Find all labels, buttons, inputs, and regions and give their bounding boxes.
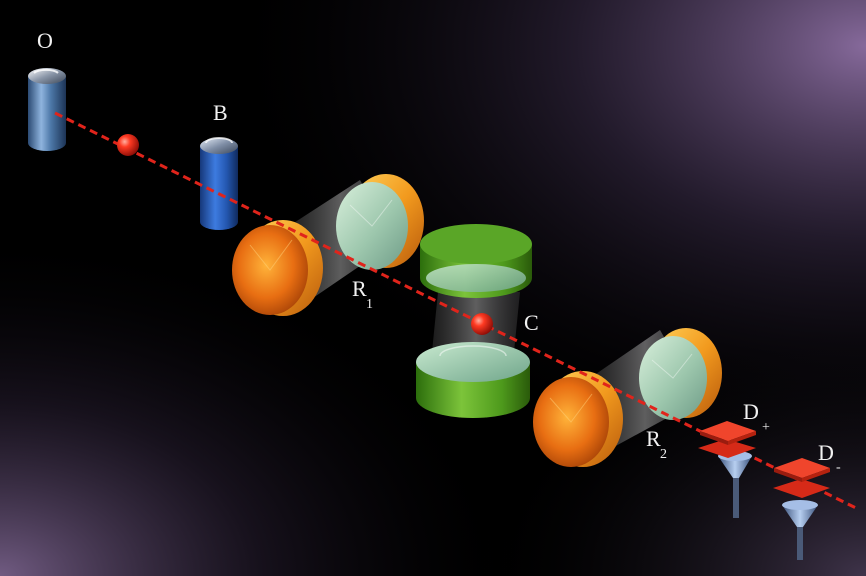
detector-minus <box>773 458 830 560</box>
label-oven: O <box>37 28 53 53</box>
r2-mirror-left-cylinder-icon <box>533 371 623 467</box>
velocity-selector-cylinder-icon <box>200 137 238 230</box>
label-detector-plus: D <box>743 399 759 424</box>
label-detector-minus: D <box>818 440 834 465</box>
atom-source <box>117 134 139 156</box>
cavity-mirror-top <box>420 224 532 298</box>
oven <box>28 68 66 151</box>
cavity-mirror-bottom <box>416 342 530 418</box>
label-r2: R <box>646 426 661 451</box>
atom-in-cavity-sphere-icon <box>471 313 493 335</box>
label-detector-plus-subscript: + <box>762 420 770 435</box>
r1-mirror-left <box>232 220 323 316</box>
detector-minus-funnel-icon <box>773 458 830 560</box>
label-r1: R <box>352 276 367 301</box>
r1-mirror-right <box>336 174 424 270</box>
atom-in-cavity <box>471 313 493 335</box>
label-detector-minus-subscript: - <box>836 460 841 475</box>
label-r1-subscript: 1 <box>366 297 373 312</box>
r1-mirror-left-cylinder-icon <box>232 220 323 316</box>
r2-mirror-right-cylinder-icon <box>639 328 722 420</box>
velocity-selector <box>200 137 238 230</box>
detector-plus-funnel-icon <box>698 421 756 518</box>
r2-mirror-right <box>639 328 722 420</box>
label-velocity-selector: B <box>213 100 228 125</box>
oven-cylinder-icon <box>28 68 66 151</box>
atom-source-sphere-icon <box>117 134 139 156</box>
cavity-mirror-top-cylinder-icon <box>420 224 532 298</box>
r1-mirror-right-cylinder-icon <box>336 174 424 270</box>
r2-mirror-left <box>533 371 623 467</box>
label-r2-subscript: 2 <box>660 447 667 462</box>
cavity-mirror-bottom-cylinder-icon <box>416 342 530 418</box>
detector-plus <box>698 421 756 518</box>
label-cavity: C <box>524 310 539 335</box>
